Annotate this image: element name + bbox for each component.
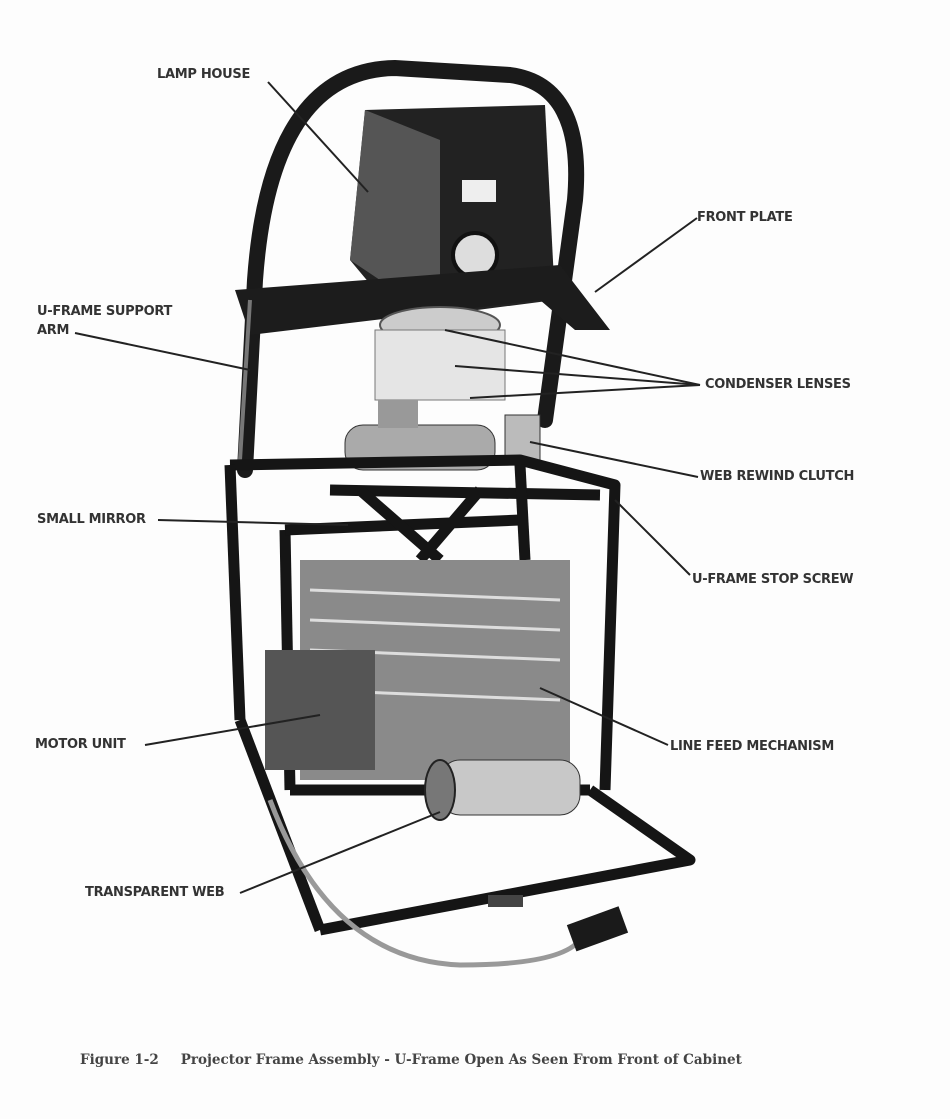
label-motor-unit: MOTOR UNIT [35,737,126,752]
label-lamp-house: LAMP HOUSE [157,67,251,82]
leader-condenser-lens-2 [454,365,701,386]
label-u-frame-stop-screw: U-FRAME STOP SCREW [692,572,854,587]
leader-web-rewind-clutch [529,441,699,478]
leader-lamp-house [267,81,369,193]
label-transparent-web: TRANSPARENT WEB [85,885,225,900]
leader-condenser-lens-1 [444,329,701,386]
label-condenser-lenses: CONDENSER LENSES [705,377,851,392]
leader-motor-unit [144,714,321,746]
figure-number: Figure 1-2 [80,1052,159,1068]
leader-u-frame-support-arm [74,332,251,371]
label-u-frame-support-arm-line2: ARM [37,323,70,338]
leader-transparent-web [239,811,441,894]
figure-caption-text: Projector Frame Assembly - U-Frame Open … [180,1052,742,1068]
label-line-feed-mechanism: LINE FEED MECHANISM [670,739,834,754]
label-small-mirror: SMALL MIRROR [37,512,146,527]
label-u-frame-support-arm-line1: U-FRAME SUPPORT [37,304,173,319]
leader-small-mirror [157,519,349,526]
label-web-rewind-clutch: WEB REWIND CLUTCH [700,469,855,484]
leader-front-plate [594,217,698,293]
figure-caption: Figure 1-2 Projector Frame Assembly - U-F… [80,1052,742,1068]
leader-condenser-lens-3 [469,384,701,399]
leader-u-frame-stop-screw [614,499,691,576]
label-front-plate: FRONT PLATE [697,210,793,225]
leader-line-feed-mechanism [539,687,669,746]
